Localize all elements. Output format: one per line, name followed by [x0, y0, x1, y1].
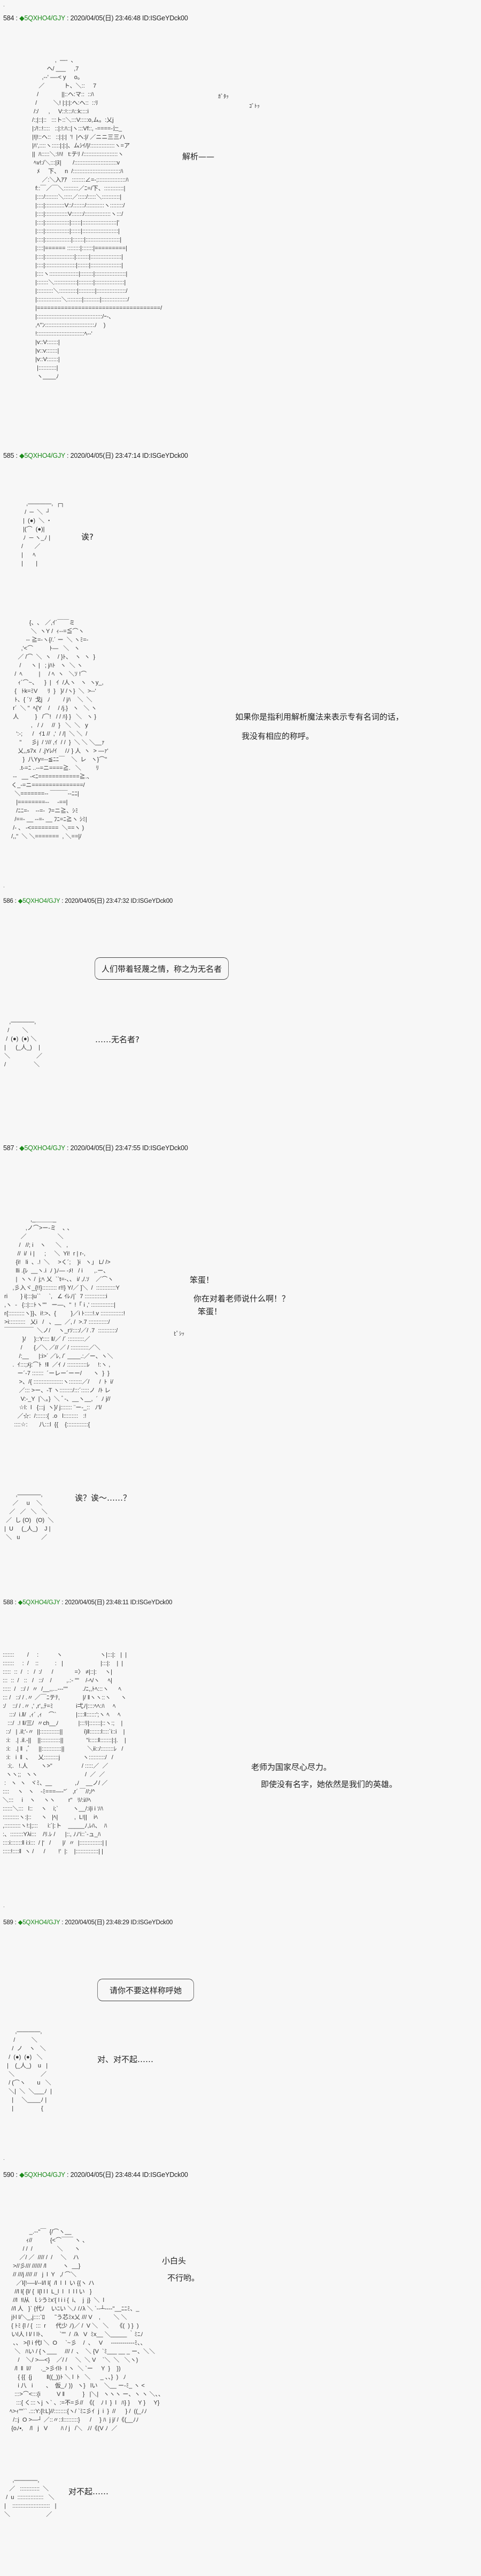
post-header-588: 588 : ◆5QXHO4/GJY : 2020/04/05(日) 23:48:…	[3, 1598, 172, 1606]
separator: :	[14, 452, 20, 459]
separator-dot: .	[3, 883, 5, 889]
ascii-art-face-apologetic: ,――――, / ＼ / ノ ヽ ＼ / (●) (●) ＼ | (_人_) u…	[7, 2028, 52, 2112]
post-header-585: 585 : ◆5QXHO4/GJY : 2020/04/05(日) 23:47:…	[3, 450, 188, 460]
ascii-art-face-surprised: ,――――, / ＼ / (●) (●) ＼ | (_人_) | ＼ ／ / ＼	[4, 1019, 42, 1068]
dialogue-line: 不行哟。	[167, 2273, 200, 2283]
dialogue-line: 诶?	[81, 532, 94, 542]
sfx-text: ﾋﾟｼｯ	[174, 1331, 184, 1337]
ascii-art-character-analyzing: , ―- ､ ヘ/ ___ ,7 ,-‐' ―-< y o。 ／ ト、＼:: 7…	[32, 57, 162, 380]
post-number: 586	[3, 898, 13, 904]
separator: :	[60, 898, 65, 904]
post-number: 587	[3, 1144, 14, 1152]
dialogue-line: ……无名者?	[95, 1035, 139, 1044]
ascii-art-character-cloaked: {、､ ／,ｲ´￣￣ミ ＼ ヽY / ｨ--=≦⌒ヽ -‐ ≧=-ヽ{/.´ ー…	[11, 620, 108, 840]
speech-bubble: 请你不要这样称呼她	[97, 1979, 195, 2001]
separator: :	[14, 1144, 20, 1152]
poster-trip[interactable]: ◆5QXHO4/GJY	[18, 1599, 60, 1606]
separator: :	[13, 1919, 18, 1926]
dialogue-line: 笨蛋！	[198, 1307, 222, 1316]
separator: :	[65, 14, 71, 22]
dialogue-line: 老师为国家尽心尽力。	[251, 1762, 332, 1772]
poster-trip[interactable]: ◆5QXHO4/GJY	[19, 14, 65, 22]
post-header-590: 590 : ◆5QXHO4/GJY : 2020/04/05(日) 23:48:…	[3, 2169, 188, 2179]
separator: :	[65, 452, 71, 459]
post-datetime: 2020/04/05(日) 23:48:29 ID:ISGeYDck00	[65, 1919, 173, 1926]
dialogue-line: 我没有相应的称呼。	[242, 731, 314, 741]
post-datetime: 2020/04/05(日) 23:47:32 ID:ISGeYDck00	[65, 898, 173, 904]
poster-trip[interactable]: ◆5QXHO4/GJY	[18, 898, 60, 904]
post-number: 585	[3, 452, 14, 459]
separator-dot: .	[3, 2, 5, 8]
post-datetime: 2020/04/05(日) 23:48:11 ID:ISGeYDck00	[65, 1599, 173, 1606]
post-header-589: 589 : ◆5QXHO4/GJY : 2020/04/05(日) 23:48:…	[3, 1918, 173, 1926]
post-datetime: 2020/04/05(日) 23:47:55 ID:ISGeYDck00	[70, 1144, 188, 1152]
post-number: 590	[3, 2171, 14, 2179]
ascii-art-character-scolding: ,_＿＿＿_ ,ノ⌒>ー-ミ ､ ､ ／ ＼ / //; i ヽ ＼ , // …	[4, 1216, 125, 1428]
post-datetime: 2020/04/05(日) 23:47:14 ID:ISGeYDck00	[70, 452, 188, 459]
poster-trip[interactable]: ◆5QXHO4/GJY	[19, 1144, 65, 1152]
separator: :	[13, 1599, 18, 1606]
dialogue-line: 对、对不起……	[97, 2055, 154, 2064]
dialogue-line: 诶？诶～……？	[75, 1493, 131, 1503]
post-header-584: 584 : ◆5QXHO4/GJY : 2020/04/05(日) 23:46:…	[3, 12, 188, 22]
post-datetime: 2020/04/05(日) 23:46:48 ID:ISGeYDck00	[70, 14, 188, 22]
poster-trip[interactable]: ◆5QXHO4/GJY	[19, 452, 65, 459]
separator: :	[60, 1919, 65, 1926]
post-number: 589	[3, 1919, 13, 1926]
bubble-text: 请你不要这样称呼她	[110, 1985, 182, 1995]
separator: :	[60, 1599, 65, 1606]
dialogue-line: 笨蛋！	[190, 1275, 214, 1285]
dialogue-line: 如果你是指利用解析魔法来表示专有名词的话，	[235, 712, 404, 722]
poster-trip[interactable]: ◆5QXHO4/GJY	[18, 1919, 60, 1926]
post-datetime: 2020/04/05(日) 23:48:44 ID:ISGeYDck00	[70, 2171, 188, 2179]
ascii-art-face-puzzled: ,――――, ┌┐ / ─ ＼ ┘ | (●) ＼ ・ |(⌒ (●)| ﾉ ─…	[21, 501, 65, 567]
dialogue-line: 即使没有名字，她依然是我们的英雄。	[261, 1779, 398, 1789]
post-header-586: 586 : ◆5QXHO4/GJY : 2020/04/05(日) 23:47:…	[3, 896, 173, 905]
separator: :	[14, 14, 20, 22]
ascii-art-face-confused: ,――――, ／ u ＼ ／ ／ ＼ ＼ ／ し (O) (O) ＼ | U (…	[4, 1492, 54, 1541]
ascii-art-character-long-hair: _.-‐''￣ {/⌒ヽ__ ｨ// {<⌒￣￣ ヽ 、 / / / ＼ ヽ ／…	[10, 2229, 164, 2432]
separator: :	[65, 1144, 71, 1152]
speech-bubble: 人们带着轻蔑之情，称之为无名者	[95, 957, 229, 980]
ascii-art-character-closeup: ::::::: / : ヽ ヽ|:::|: | | ::::::: : / ::…	[3, 1652, 127, 1855]
separator: :	[13, 898, 18, 904]
poster-trip[interactable]: ◆5QXHO4/GJY	[19, 2171, 65, 2179]
bubble-text: 人们带着轻蔑之情，称之为无名者	[102, 964, 222, 974]
sfx-text: ｺﾞﾄｯ	[249, 104, 260, 110]
post-header-587: 587 : ◆5QXHO4/GJY : 2020/04/05(日) 23:47:…	[3, 1142, 188, 1152]
post-number: 588	[3, 1599, 13, 1606]
dialogue-line: 小白头	[162, 2256, 187, 2266]
separator-dot: .	[3, 1903, 5, 1909]
dialogue-line: 对不起……	[68, 2487, 109, 2496]
separator: :	[14, 2171, 20, 2179]
separator: :	[65, 2171, 71, 2179]
dialogue-line: 你在对着老师说什么啊！？	[193, 1294, 290, 1303]
post-number: 584	[3, 14, 14, 22]
ascii-art-face-downcast: ,――――, ／ :::::::::::: ＼ / u ::::::::::::…	[4, 2477, 57, 2518]
sfx-text: ｶﾞﾀｯ	[218, 94, 229, 100]
separator-dot: .	[3, 2156, 5, 2161]
dialogue-line: 解析——	[182, 152, 215, 161]
